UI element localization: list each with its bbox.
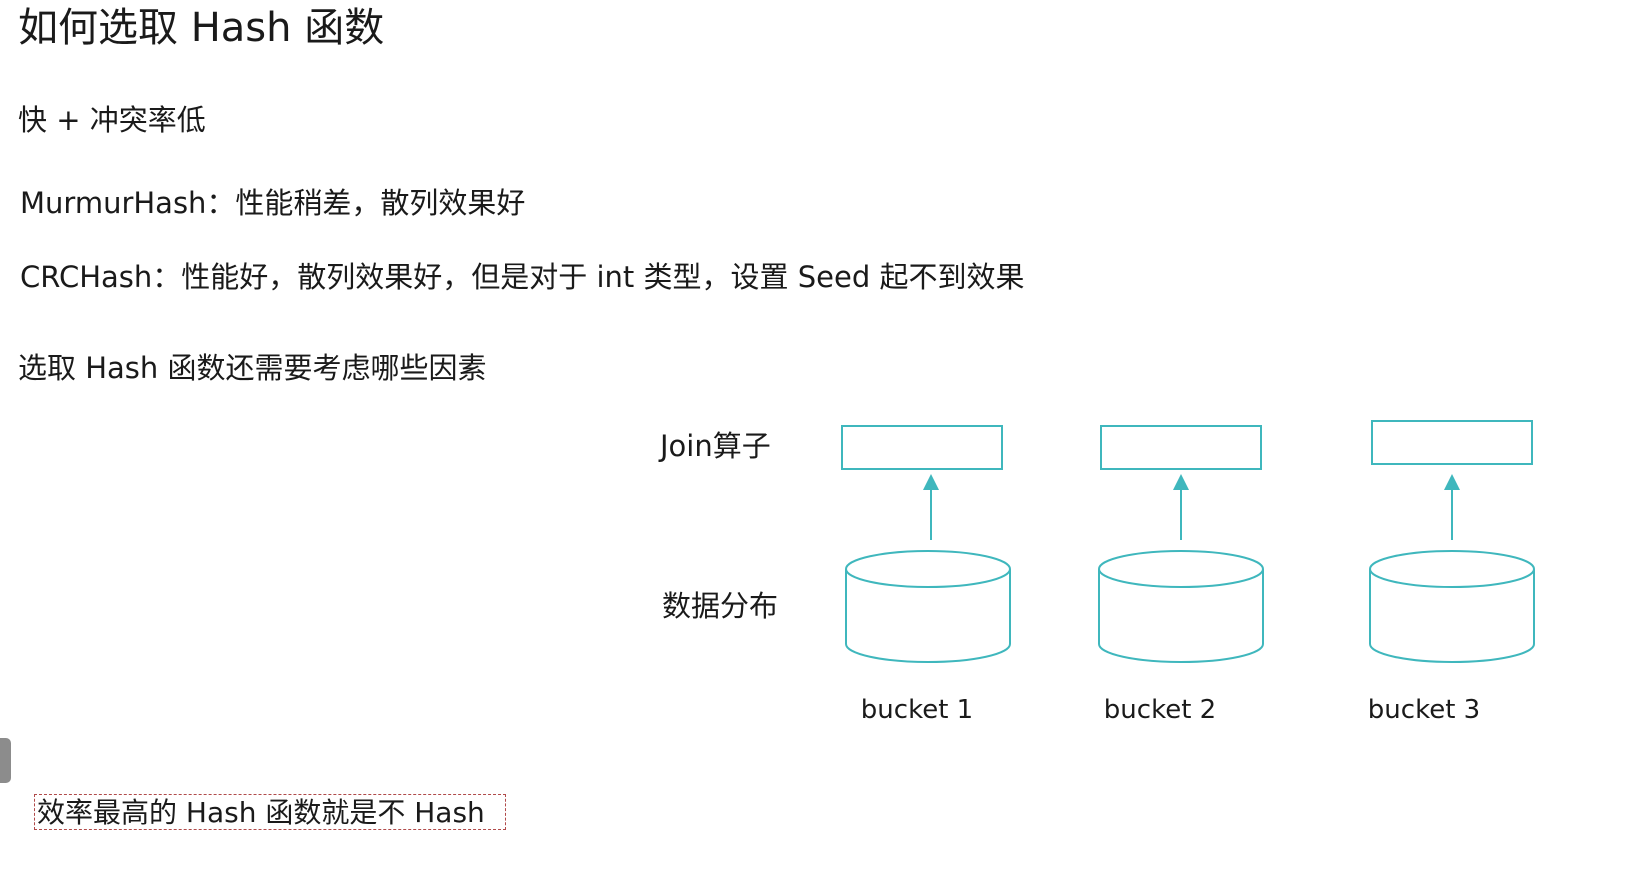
operator-box-1 [841,425,1003,470]
bucket-label-1: bucket 1 [860,695,974,725]
bucket-label-2: bucket 2 [1103,695,1217,725]
text-line-murmurhash: MurmurHash：性能稍差，散列效果好 [20,186,526,220]
operator-box-2 [1100,425,1262,470]
bucket-cylinder-3 [1369,550,1535,663]
data-distribution-label: 数据分布 [662,589,779,623]
text-line-crchash: CRCHash：性能好，散列效果好，但是对于 int 类型，设置 Seed 起不… [20,260,1025,294]
side-scroll-tab[interactable] [0,738,11,783]
slide-title: 如何选取 Hash 函数 [18,5,385,51]
operator-box-3 [1371,420,1533,465]
bucket-label-3: bucket 3 [1367,695,1481,725]
footer-note: 效率最高的 Hash 函数就是不 Hash [34,794,506,830]
join-operator-label: Join算子 [660,429,771,463]
text-line-question: 选取 Hash 函数还需要考虑哪些因素 [18,351,487,385]
bucket-cylinder-2 [1098,550,1264,663]
text-line-1: 快 + 冲突率低 [18,103,206,137]
bucket-cylinder-1 [845,550,1011,663]
